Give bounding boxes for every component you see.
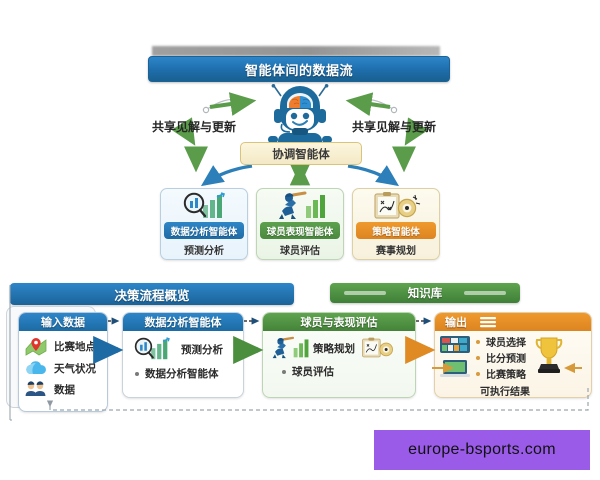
- banner-dash-right: [464, 291, 506, 295]
- flow-box-header: 球员与表现评估: [263, 313, 415, 331]
- flow-box-header: 输入数据: [19, 313, 107, 331]
- flow-box-header-text: 球员与表现评估: [300, 317, 378, 329]
- agent-card-strategy[interactable]: 策略智能体 赛事规划: [352, 188, 440, 260]
- list-item-label: 比赛地点: [54, 340, 96, 353]
- banner-dash-left: [344, 291, 386, 295]
- bullet-icon: [135, 371, 139, 376]
- knowledge-base-title: 知识库: [407, 288, 443, 300]
- agent-name-pill: 策略智能体: [356, 222, 436, 239]
- flow-box-header: 数据分析智能体: [123, 313, 243, 331]
- evaluation-main-row: 策略规划: [268, 333, 410, 363]
- decision-flow-banner-title: 决策流程概览: [114, 288, 190, 303]
- agent-subtitle: 赛事规划: [376, 246, 416, 257]
- batsman-bar-chart-icon: [272, 336, 309, 359]
- agent-name-text: 数据分析智能体: [170, 226, 238, 238]
- analysis-main-row: 预测分析: [129, 334, 237, 364]
- agent-name-text: 策略智能体: [372, 226, 420, 238]
- output-icons: [439, 334, 471, 397]
- watermark: europe-bsports.com: [374, 430, 590, 470]
- batsman-bar-chart-icon: [257, 191, 343, 221]
- watermark-text: europe-bsports.com: [408, 441, 556, 458]
- magnifier-bar-chart-icon: [134, 337, 170, 360]
- flow-box-header-text: 输出: [445, 317, 467, 329]
- list-item[interactable]: 天气状况: [24, 360, 102, 377]
- flow-box-header-text: 数据分析智能体: [144, 317, 222, 329]
- bullet-icon: [476, 371, 480, 376]
- list-item: 球员评估: [268, 364, 410, 379]
- knowledge-base-banner: 知识库: [330, 283, 520, 303]
- bullet-icon: [476, 339, 480, 344]
- agent-card-data-analysis[interactable]: 数据分析智能体 预测分析: [160, 188, 248, 260]
- agent-name-pill: 球员表现智能体: [260, 222, 340, 239]
- laptop-icon: [440, 360, 470, 377]
- people-icon: [25, 381, 46, 396]
- flow-box-input[interactable]: 输入数据 比赛地点 天气状况: [18, 312, 108, 412]
- list-item: 球员选择: [476, 334, 530, 349]
- list-item: 比赛策略: [476, 366, 530, 381]
- flow-box-evaluation[interactable]: 球员与表现评估 策略规划: [262, 312, 416, 398]
- list-item-label: 数据分析智能体: [145, 368, 219, 380]
- list-item-label: 球员评估: [292, 366, 334, 378]
- agent-card-player-performance[interactable]: 球员表现智能体 球员评估: [256, 188, 344, 260]
- list-item-label: 天气状况: [54, 363, 96, 375]
- blurred-grey-strip: [152, 46, 440, 56]
- evaluation-main-label: 策略规划: [313, 342, 355, 355]
- list-item[interactable]: 数据: [24, 381, 102, 398]
- list-item-label: 数据: [54, 384, 75, 396]
- coordinator-label: 协调智能体: [240, 142, 362, 165]
- share-label-left: 共享见解与更新: [152, 120, 237, 134]
- clipboard-tactics-icon: [353, 191, 439, 221]
- share-label-right: 共享见解与更新: [352, 120, 437, 134]
- top-banner: 智能体间的数据流: [148, 56, 450, 82]
- output-bullets: 球员选择 比分预测 比赛策略 可执行结果: [476, 334, 530, 398]
- list-item[interactable]: 比赛地点: [24, 336, 102, 356]
- map-pin-icon: [25, 338, 47, 356]
- hamburger-menu-icon[interactable]: [479, 316, 497, 328]
- flow-box-output[interactable]: 输出: [434, 312, 592, 398]
- list-item: 比分预测: [476, 350, 530, 365]
- list-item-label: 比分预测: [486, 354, 526, 365]
- decision-flow-banner: 决策流程概览: [10, 283, 294, 305]
- trophy-icon: [535, 337, 563, 373]
- list-item: 数据分析智能体: [129, 366, 237, 381]
- output-result-label: 可执行结果: [480, 387, 530, 398]
- magnifier-bar-chart-icon: [161, 191, 247, 221]
- agent-subtitle: 预测分析: [184, 246, 224, 257]
- scoreboard-icon: [440, 336, 470, 353]
- analysis-main-label: 预测分析: [181, 343, 223, 356]
- clipboard-tactics-icon: [362, 337, 393, 358]
- flow-box-analysis[interactable]: 数据分析智能体 预测分析 数据分析智能体: [122, 312, 244, 398]
- list-item-label: 比赛策略: [486, 370, 526, 381]
- cloud-icon: [26, 361, 46, 374]
- agent-name-text: 球员表现智能体: [266, 226, 334, 238]
- top-banner-title: 智能体间的数据流: [244, 62, 353, 78]
- flow-box-header: 输出: [435, 313, 591, 331]
- flow-box-header-text: 输入数据: [41, 317, 85, 329]
- agent-subtitle: 球员评估: [280, 246, 320, 257]
- coordinator-label-text: 协调智能体: [272, 148, 330, 161]
- bullet-icon: [476, 355, 480, 360]
- bullet-icon: [282, 369, 286, 374]
- agent-name-pill: 数据分析智能体: [164, 222, 244, 239]
- list-item-label: 球员选择: [486, 338, 526, 349]
